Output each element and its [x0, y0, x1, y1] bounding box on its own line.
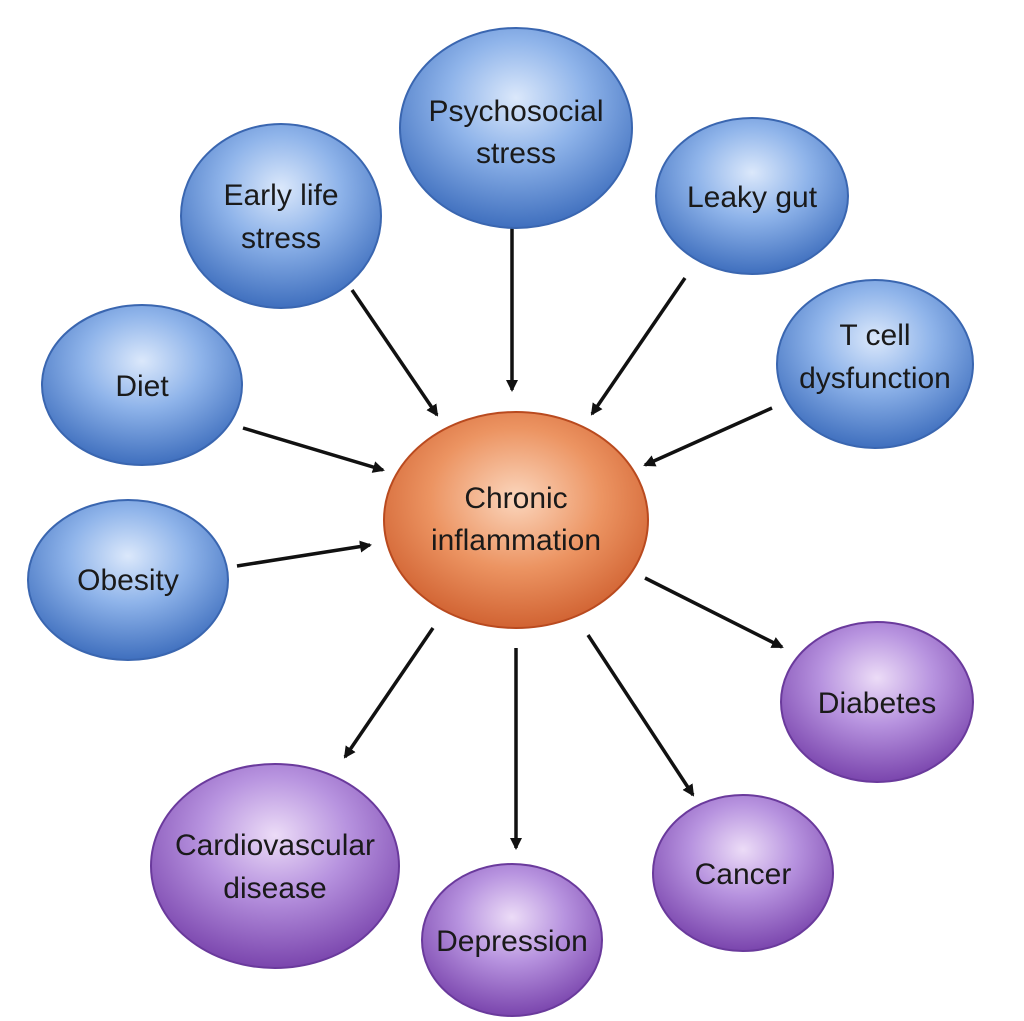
node-cardiovascular-disease: Cardiovascular disease [150, 763, 400, 969]
node-label: inflammation [431, 524, 601, 557]
node-label: Early life [223, 179, 338, 212]
node-label: disease [223, 872, 326, 905]
arrow-earlylife-to-center [350, 289, 439, 417]
node-label: Diet [115, 370, 169, 403]
node-label: stress [476, 137, 556, 170]
node-early-life-stress: Early life stress [180, 123, 382, 309]
node-label: Depression [436, 925, 588, 958]
node-label: Diabetes [818, 687, 936, 720]
node-chronic-inflammation: Chronic inflammation [383, 411, 649, 629]
node-label: Cancer [695, 858, 792, 891]
node-diet: Diet [41, 304, 243, 466]
node-label: Psychosocial [428, 95, 603, 128]
arrow-diet-to-center [242, 426, 385, 473]
node-leaky-gut: Leaky gut [655, 117, 849, 275]
node-label: Cardiovascular [175, 829, 375, 862]
node-label: Leaky gut [687, 181, 818, 214]
node-label: Obesity [77, 564, 179, 597]
node-psychosocial-stress: Psychosocial stress [399, 27, 633, 229]
node-depression: Depression [421, 863, 603, 1017]
node-label: Chronic [464, 482, 567, 515]
node-t-cell-dysfunction: T cell dysfunction [776, 279, 974, 449]
node-label: stress [241, 222, 321, 255]
arrow-obesity-to-center [236, 540, 372, 568]
arrow-leakygut-to-center [590, 277, 687, 416]
node-label: T cell [839, 319, 910, 352]
node-obesity: Obesity [27, 499, 229, 661]
arrow-center-to-cancer [586, 634, 695, 797]
node-cancer: Cancer [652, 794, 834, 952]
node-diabetes: Diabetes [780, 621, 974, 783]
node-label: dysfunction [799, 362, 951, 395]
arrow-center-to-diabetes [644, 576, 784, 649]
arrow-center-to-cardiovascular [343, 627, 435, 759]
arrow-tcell-to-center [643, 406, 773, 467]
arrows-layer [236, 225, 784, 850]
